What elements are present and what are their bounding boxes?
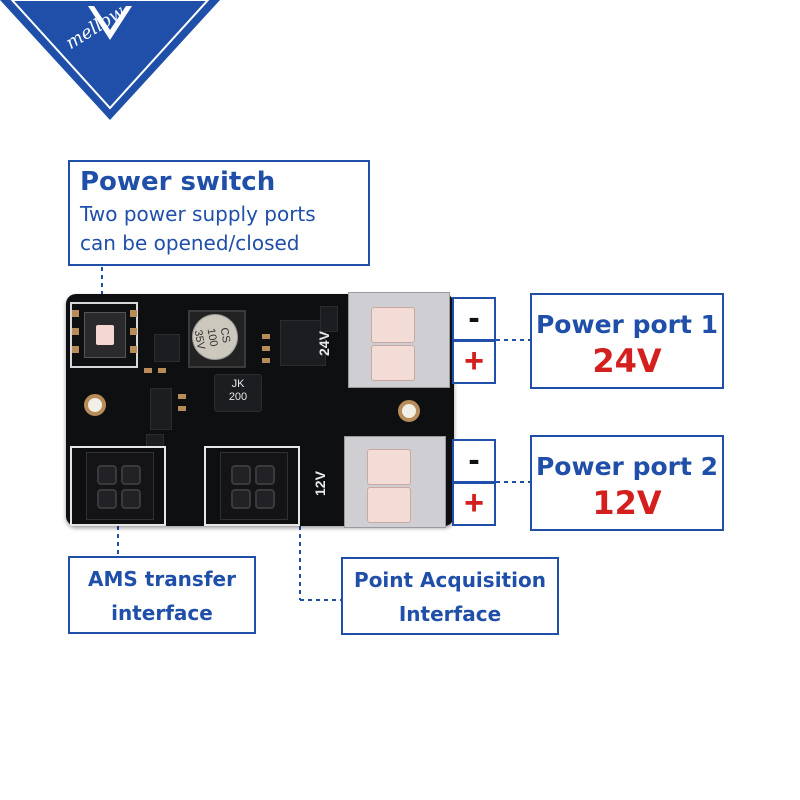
power-switch-desc-1: Two power supply ports (80, 202, 316, 226)
terminal-lever-12v-plus[interactable] (367, 487, 411, 523)
mounting-hole-right (398, 400, 420, 422)
power-port-2-title: Power port 2 (535, 452, 719, 481)
silk-24v: 24V (316, 331, 332, 356)
terminal-lever-24v-plus[interactable] (371, 345, 415, 381)
small-ic (154, 334, 180, 362)
power-port-2-voltage: 12V (592, 484, 662, 522)
point-acq-connector-frame (204, 446, 300, 526)
power-switch-title: Power switch (80, 167, 276, 197)
power-port-2-callout: Power port 2 12V (530, 435, 724, 531)
mosfet-chip (280, 320, 326, 366)
mounting-hole-left (84, 394, 106, 416)
point-acquisition-callout: Point Acquisition Interface (341, 557, 559, 635)
port1-plus-sign: + (452, 340, 496, 384)
port2-minus-sign: - (452, 439, 496, 483)
ams-connector-frame (70, 446, 166, 526)
silk-12v: 12V (312, 471, 328, 496)
diode (150, 388, 172, 430)
inductor-marking-1: JK (231, 378, 245, 390)
point-acq-connector[interactable] (220, 452, 288, 520)
ams-label-1: AMS transfer (88, 567, 236, 591)
ams-connector[interactable] (86, 452, 154, 520)
port1-minus-sign: - (452, 297, 496, 341)
switch-silk-frame (70, 302, 138, 368)
ams-label-2: interface (111, 601, 213, 625)
point-acq-label-2: Interface (398, 602, 502, 626)
point-acq-label-1: Point Acquisition (354, 568, 546, 592)
ams-interface-callout: AMS transfer interface (68, 556, 256, 634)
power-port-1-title: Power port 1 (535, 310, 719, 339)
terminal-lever-12v-minus[interactable] (367, 449, 411, 485)
terminal-lever-24v-minus[interactable] (371, 307, 415, 343)
port2-plus-sign: + (452, 482, 496, 526)
switch-button[interactable] (96, 325, 114, 345)
terminal-block-24v[interactable] (348, 292, 450, 388)
power-port-1-voltage: 24V (592, 342, 662, 380)
smd-component (320, 306, 338, 332)
power-port-1-callout: Power port 1 24V (530, 293, 724, 389)
power-switch-desc-2: can be opened/closed (80, 231, 300, 255)
inductor-marking-2: 200 (228, 391, 248, 403)
power-switch[interactable] (84, 312, 126, 358)
power-switch-callout: Power switch Two power supply ports can … (68, 160, 370, 266)
mellow-logo-icon (0, 0, 220, 120)
terminal-block-12v[interactable] (344, 436, 446, 528)
inductor: JK 200 (214, 374, 262, 412)
